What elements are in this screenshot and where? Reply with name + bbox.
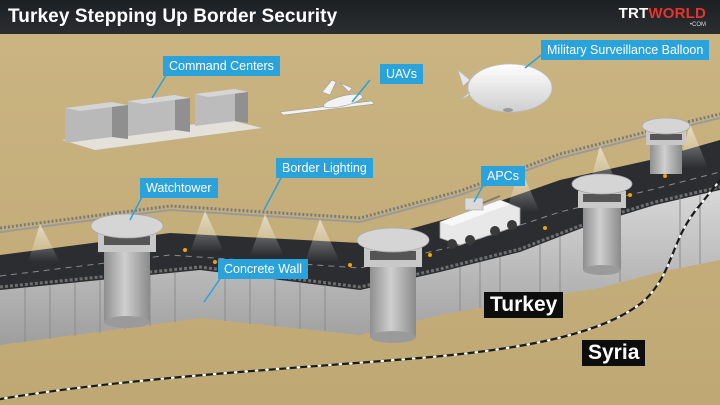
uav-drone — [279, 79, 375, 116]
watchtower-right — [571, 173, 633, 275]
brand-name: TRTWORLD — [618, 5, 706, 22]
trtworld-logo: TRTWORLD •COM — [619, 6, 706, 28]
label-turkey: Turkey — [484, 292, 564, 319]
watchtower-far — [641, 117, 691, 174]
label-watchtower: Watchtower — [140, 178, 218, 199]
brand-domain: •COM — [689, 22, 706, 28]
header-bar: Turkey Stepping Up Border Security TRTWO… — [0, 0, 720, 34]
label-border-lighting: Border Lighting — [276, 158, 373, 179]
concrete-wall-front — [0, 190, 720, 345]
command-center-buildings — [62, 89, 262, 150]
apc-vehicle — [439, 195, 521, 249]
label-balloon: Military Surveillance Balloon — [541, 40, 710, 61]
label-command-centers: Command Centers — [163, 56, 280, 77]
border-line — [0, 178, 720, 401]
surveillance-balloon — [457, 63, 553, 113]
label-uavs: UAVs — [380, 64, 424, 85]
page-title: Turkey Stepping Up Border Security — [8, 6, 338, 27]
watchtower-left — [90, 213, 164, 328]
label-apcs: APCs — [481, 166, 525, 187]
label-syria: Syria — [582, 340, 646, 367]
callout-leaders — [129, 51, 546, 303]
label-concrete-wall: Concrete Wall — [218, 259, 309, 280]
watchtower-center — [356, 227, 430, 343]
